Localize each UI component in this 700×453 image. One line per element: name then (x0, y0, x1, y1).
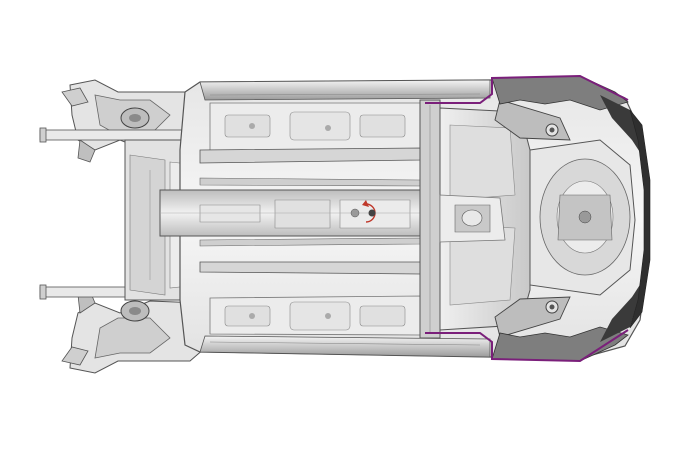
floor-panel-right (209, 295, 421, 336)
rear-left-wheelhouse-outline (425, 74, 629, 104)
spare-tire-well (529, 139, 636, 296)
rear-bumper-edge (629, 109, 651, 329)
rotation-arrow-icon (362, 200, 376, 223)
rear-right-wheelhouse-outline (425, 329, 629, 363)
front-right-subframe (61, 290, 206, 374)
rear-floor-pan (439, 107, 531, 331)
side-sills (199, 79, 491, 358)
rear-suspension-mounts (494, 99, 571, 338)
center-tunnel (159, 189, 421, 237)
floor-panel-left (209, 102, 421, 153)
longitudinal-rails (199, 147, 421, 275)
rear-crossmember (419, 99, 441, 339)
